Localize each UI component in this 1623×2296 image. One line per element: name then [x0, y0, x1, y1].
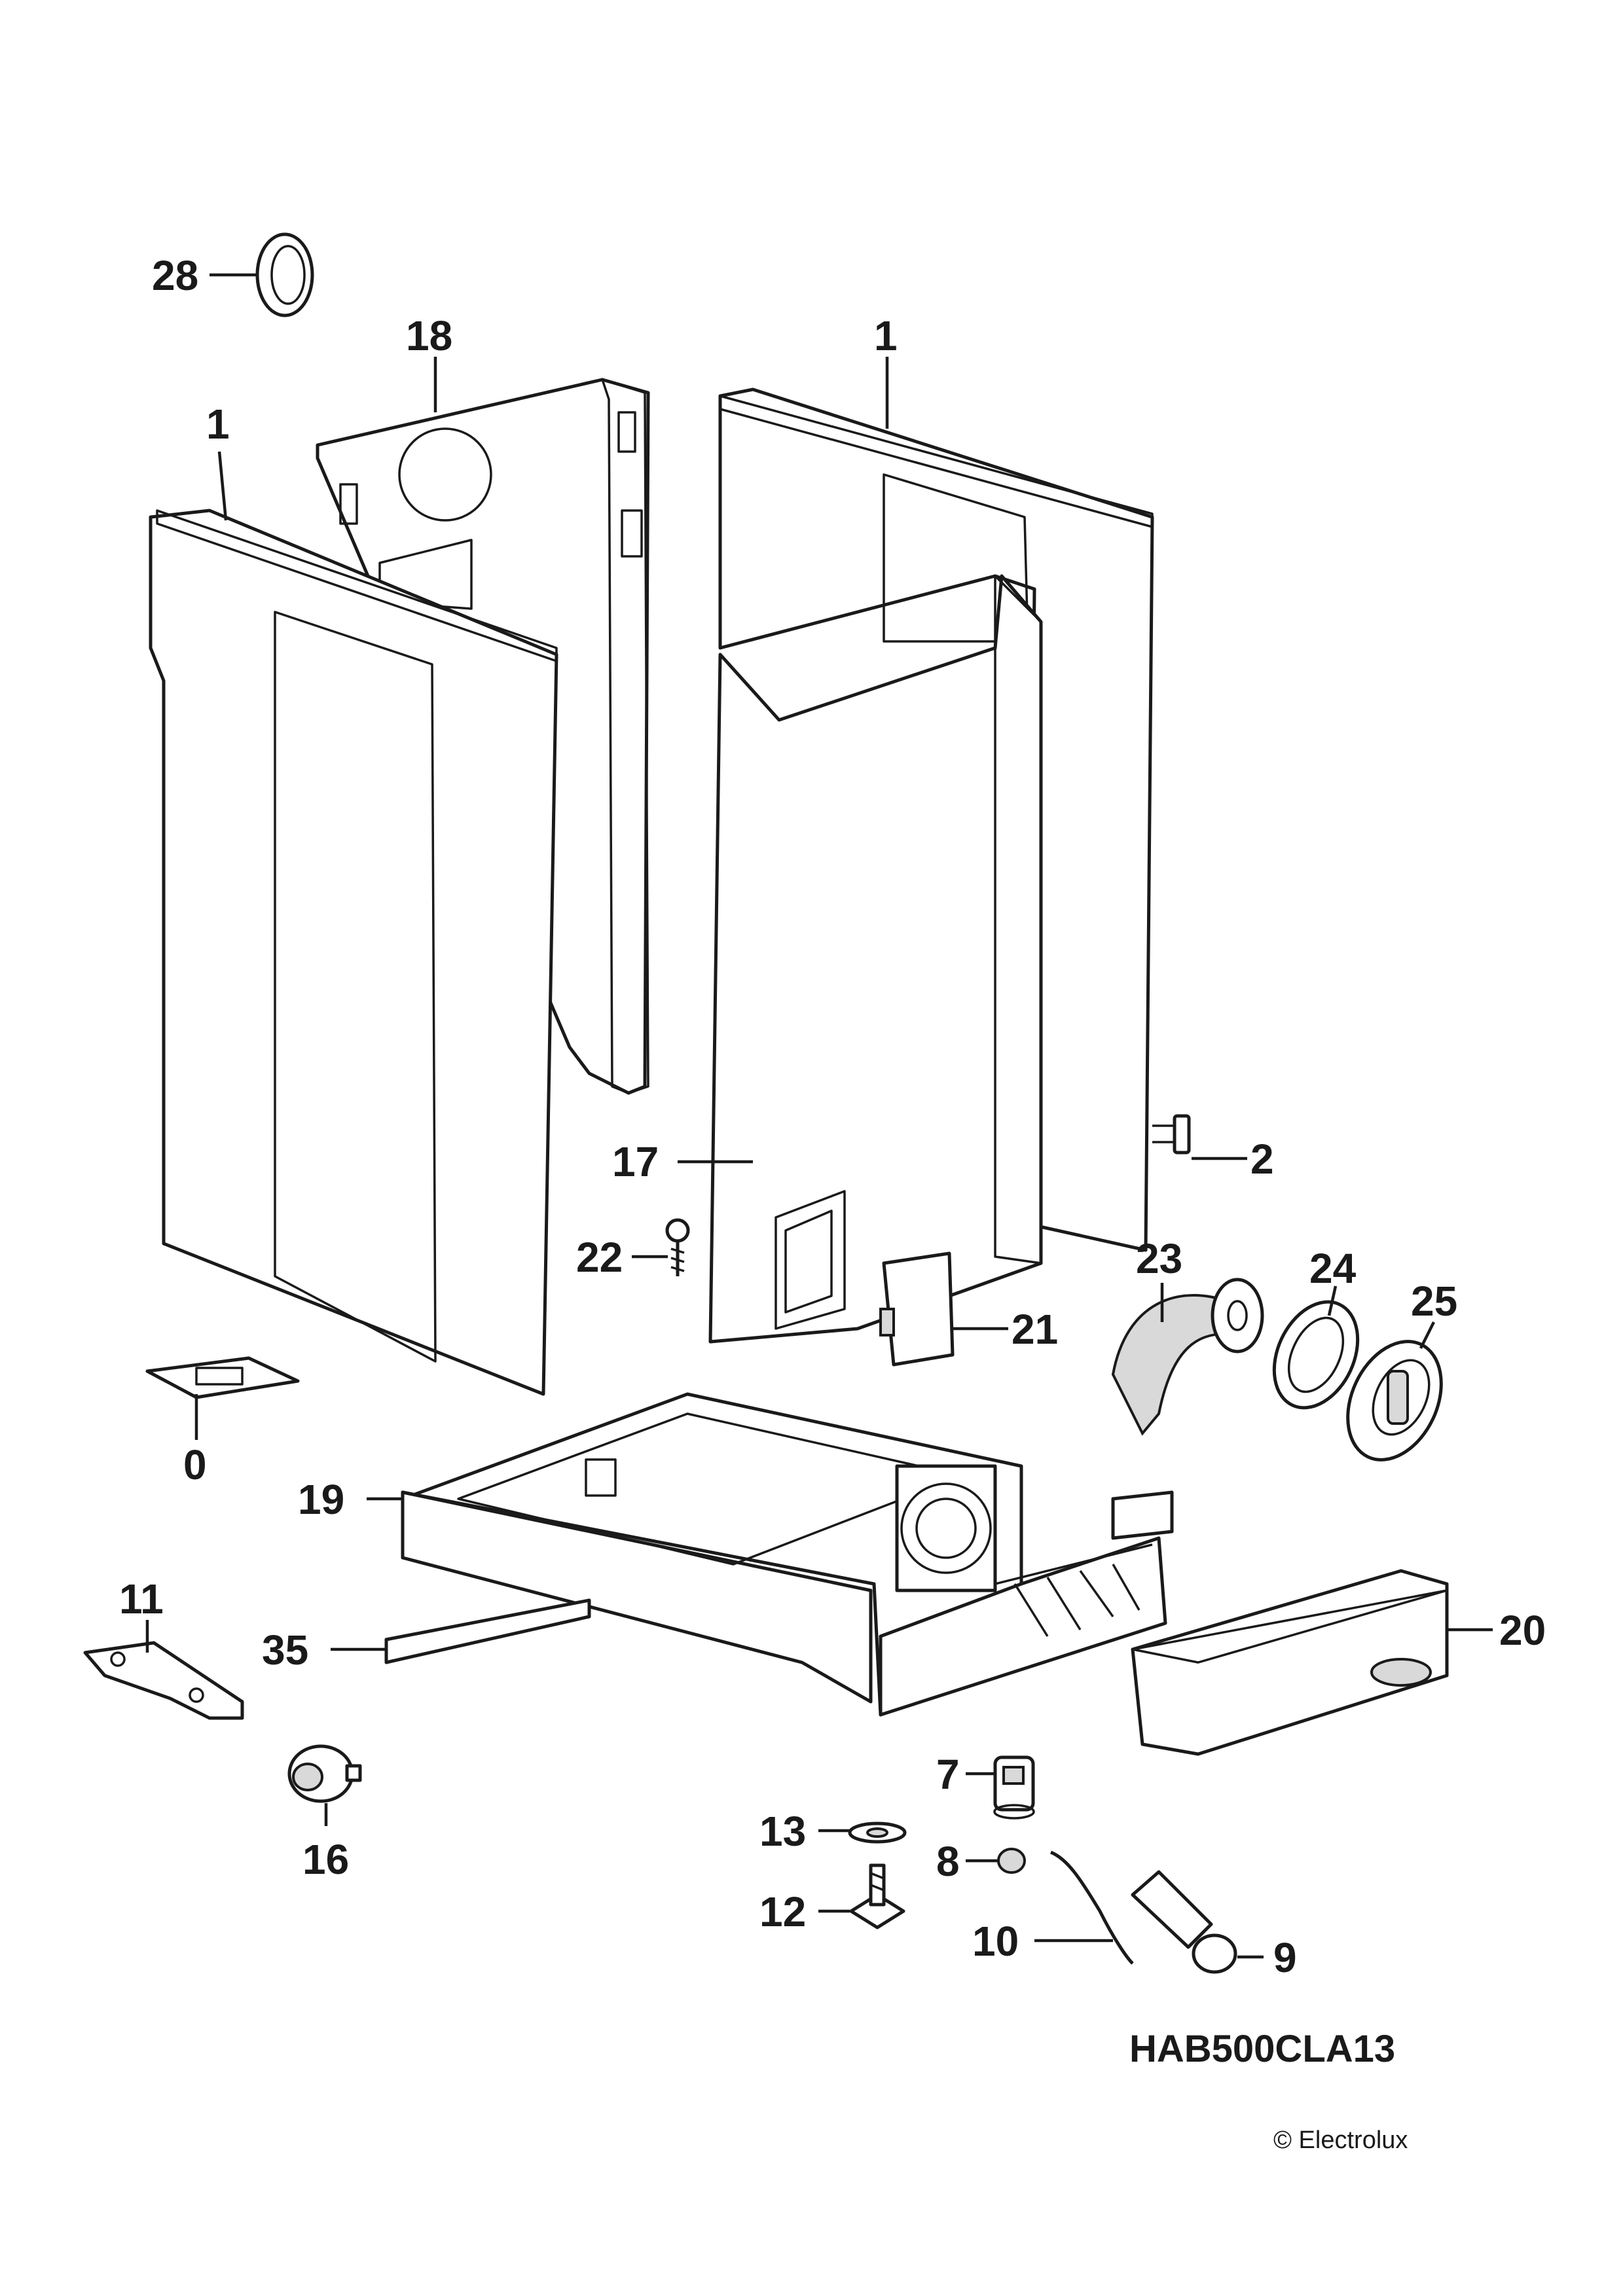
part-17-front-panel — [708, 574, 1043, 1344]
part-24-gasket — [1272, 1300, 1360, 1410]
part-23-hose — [1111, 1278, 1264, 1436]
callout-7: 7 — [936, 1751, 960, 1798]
callout-0: 0 — [183, 1441, 207, 1488]
part-12-foot — [849, 1863, 905, 1929]
callout-25: 25 — [1411, 1278, 1457, 1325]
callout-18: 18 — [406, 312, 452, 359]
part-11-bracket — [83, 1641, 244, 1720]
callout-20: 20 — [1499, 1607, 1546, 1654]
part-10-rod — [1050, 1850, 1134, 1965]
callout-19: 19 — [298, 1476, 344, 1523]
callout-11: 11 — [119, 1575, 164, 1623]
part-21-cover — [879, 1251, 955, 1367]
callout-28: 28 — [152, 252, 198, 299]
part-1-left-side-panel — [149, 509, 558, 1396]
part-16-roller — [287, 1744, 362, 1803]
callout-21: 21 — [1012, 1306, 1058, 1353]
leader-lines — [145, 273, 1493, 1959]
part-28-ring — [255, 232, 314, 317]
part-19-base-frame — [401, 1392, 1174, 1717]
drawing-code: HAB500CLA13 — [1129, 2028, 1395, 2070]
part-20-plinth — [1131, 1569, 1449, 1756]
part-8-knob — [997, 1848, 1026, 1874]
part-22-screw — [665, 1218, 690, 1276]
copyright-notice: © Electrolux — [1273, 2126, 1408, 2154]
callout-2: 2 — [1250, 1136, 1274, 1183]
part-35-bar — [384, 1598, 591, 1664]
callout-1-left: 1 — [206, 401, 230, 448]
callout-labels: 28 18 1 1 2 17 22 21 23 24 25 0 19 20 11… — [119, 252, 1546, 1981]
callout-22: 22 — [576, 1234, 623, 1281]
callout-35: 35 — [262, 1626, 308, 1674]
callout-17: 17 — [612, 1138, 659, 1185]
callout-1-right: 1 — [874, 312, 898, 359]
callout-10: 10 — [972, 1918, 1019, 1965]
part-9-lever — [1131, 1870, 1237, 1974]
part-13-washer — [848, 1821, 907, 1844]
part-2-clip — [1152, 1114, 1191, 1155]
callout-8: 8 — [936, 1838, 960, 1885]
part-25-filter-cap — [1346, 1340, 1443, 1462]
callout-24: 24 — [1309, 1245, 1357, 1292]
part-7-foot-cap — [993, 1755, 1035, 1820]
callout-13: 13 — [759, 1808, 806, 1855]
callout-16: 16 — [302, 1836, 349, 1883]
part-0-plate — [145, 1356, 300, 1399]
callout-23: 23 — [1136, 1235, 1182, 1282]
callout-12: 12 — [759, 1888, 806, 1935]
callout-9: 9 — [1273, 1934, 1297, 1981]
